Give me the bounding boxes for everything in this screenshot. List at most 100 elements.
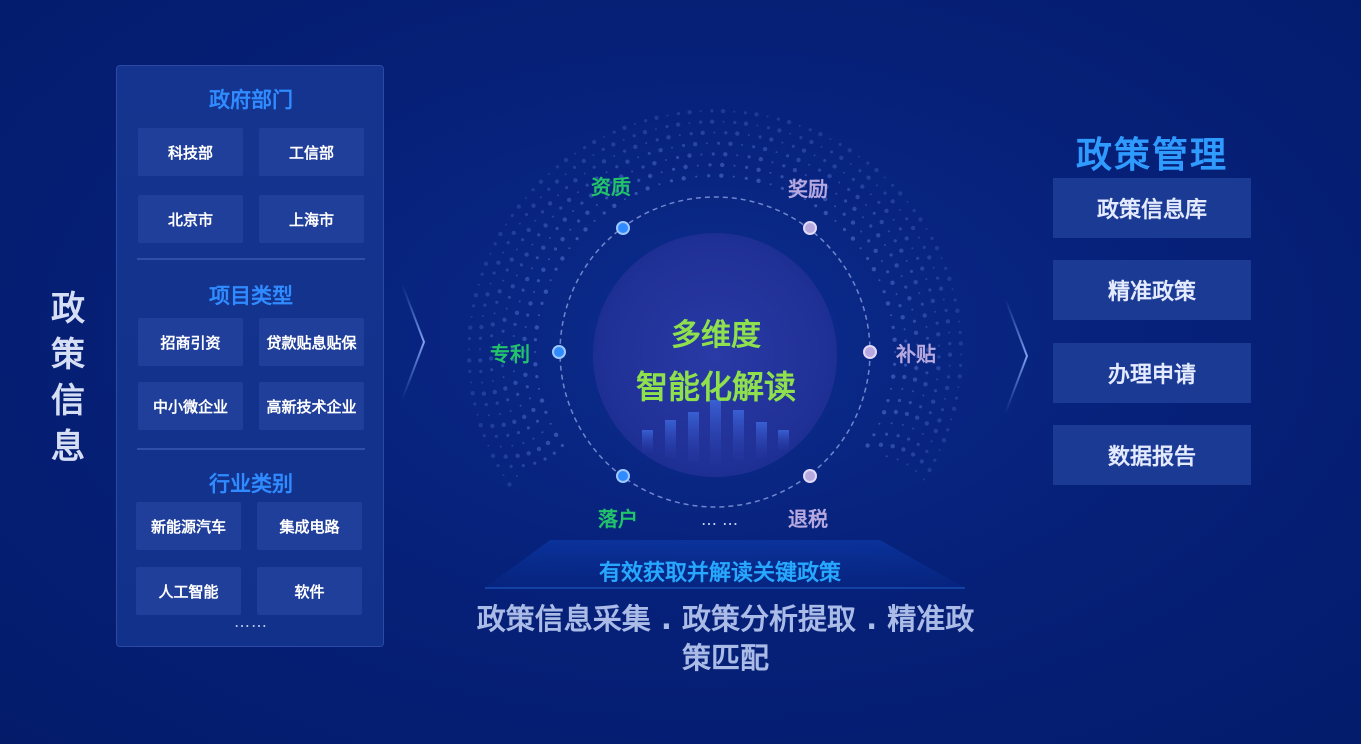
particle-dot: [735, 131, 740, 136]
tag-new-energy-vehicle[interactable]: 新能源汽车: [136, 502, 241, 550]
particle-dot: [796, 157, 801, 163]
particle-dot: [505, 268, 509, 272]
node-dot-tuishui: [803, 469, 817, 483]
particle-dot: [492, 389, 497, 395]
particle-dot: [847, 187, 851, 192]
tag-investment[interactable]: 招商引资: [138, 318, 243, 366]
particle-dot: [603, 135, 606, 138]
particle-dot: [885, 455, 888, 458]
particle-dot: [654, 115, 659, 120]
particle-dot: [515, 274, 518, 277]
tag-loan-subsidy[interactable]: 贷款贴息贴保: [259, 318, 364, 366]
particle-dot: [491, 379, 494, 382]
particle-dot: [500, 364, 505, 368]
apply-button[interactable]: 办理申请: [1053, 343, 1251, 403]
particle-dot: [490, 346, 493, 349]
particle-dot: [711, 152, 715, 156]
particle-dot: [555, 165, 559, 169]
particle-dot: [941, 438, 947, 443]
tag-integrated-circuit[interactable]: 集成电路: [257, 502, 362, 550]
particle-dot: [901, 423, 904, 426]
particle-dot: [792, 168, 798, 173]
particle-dot: [804, 174, 807, 177]
tag-ministry-science[interactable]: 科技部: [138, 128, 243, 176]
particle-dot: [534, 325, 539, 330]
particle-dot: [614, 189, 620, 194]
particle-dot: [655, 138, 659, 142]
particle-dot: [483, 303, 487, 307]
particle-dot: [566, 197, 572, 203]
particle-dot: [551, 215, 554, 218]
particle-dot: [876, 233, 881, 238]
data-report-button[interactable]: 数据报告: [1053, 425, 1251, 485]
tag-beijing[interactable]: 北京市: [138, 195, 243, 243]
particle-dot: [938, 286, 944, 291]
particle-dot: [777, 128, 782, 133]
particle-dot: [490, 453, 496, 458]
particle-dot: [490, 322, 495, 327]
particle-dot: [801, 148, 807, 153]
tag-software[interactable]: 软件: [257, 567, 362, 615]
particle-dot: [852, 206, 857, 211]
particle-dot: [743, 111, 747, 115]
particle-dot: [922, 245, 926, 249]
particle-dot: [645, 142, 648, 145]
particle-dot: [573, 178, 578, 183]
particle-dot: [834, 205, 836, 208]
precise-policy-button[interactable]: 精准政策: [1053, 260, 1251, 320]
particle-dot: [611, 142, 616, 147]
particle-dot: [599, 187, 602, 190]
particle-dot: [481, 391, 487, 396]
tag-ai[interactable]: 人工智能: [136, 567, 241, 615]
particle-dot: [473, 293, 479, 298]
particle-dot: [719, 173, 724, 178]
particle-dot: [944, 385, 950, 391]
particle-dot: [510, 345, 516, 350]
particle-dot: [849, 163, 852, 165]
tag-shanghai[interactable]: 上海市: [259, 195, 364, 243]
particle-dot: [924, 421, 929, 426]
particle-dot: [695, 175, 698, 178]
particle-dot: [497, 289, 502, 294]
particle-dot: [893, 239, 897, 243]
tag-sme[interactable]: 中小微企业: [138, 382, 243, 430]
particle-dot: [803, 185, 806, 188]
particle-dot: [925, 227, 928, 230]
tag-ministry-industry[interactable]: 工信部: [259, 128, 364, 176]
particle-dot: [489, 282, 492, 285]
particle-dot: [481, 315, 484, 318]
particle-dot: [839, 155, 844, 160]
particle-dot: [798, 124, 801, 127]
tag-high-tech[interactable]: 高新技术企业: [259, 382, 364, 430]
particle-dot: [526, 313, 530, 317]
particle-dot: [522, 349, 526, 353]
particle-dot: [499, 413, 502, 415]
particle-dot: [468, 348, 470, 351]
particle-dot: [744, 176, 748, 180]
particle-dot: [560, 237, 565, 242]
particle-dot: [548, 236, 551, 239]
particle-dot: [549, 422, 552, 425]
particle-dot: [506, 433, 510, 437]
particle-dot: [922, 313, 927, 318]
particle-dot: [481, 381, 484, 384]
particle-dot: [562, 217, 567, 222]
policy-database-button[interactable]: 政策信息库: [1053, 178, 1251, 238]
particle-dot: [885, 432, 889, 436]
particle-dot: [927, 255, 932, 260]
vertical-title-char: 息: [51, 427, 85, 467]
particle-dot: [502, 279, 505, 282]
particle-dot: [519, 263, 523, 267]
particle-dot: [959, 363, 963, 367]
particle-dot: [838, 142, 842, 147]
particle-dot: [519, 404, 522, 407]
particle-dot: [564, 173, 567, 176]
particle-dot: [631, 170, 634, 173]
particle-dot: [855, 194, 860, 200]
particle-dot: [829, 138, 832, 141]
particle-dot: [900, 315, 905, 320]
particle-dot: [775, 151, 778, 154]
particle-dot: [933, 389, 938, 393]
particle-dot: [786, 119, 792, 125]
particle-dot: [858, 169, 862, 173]
